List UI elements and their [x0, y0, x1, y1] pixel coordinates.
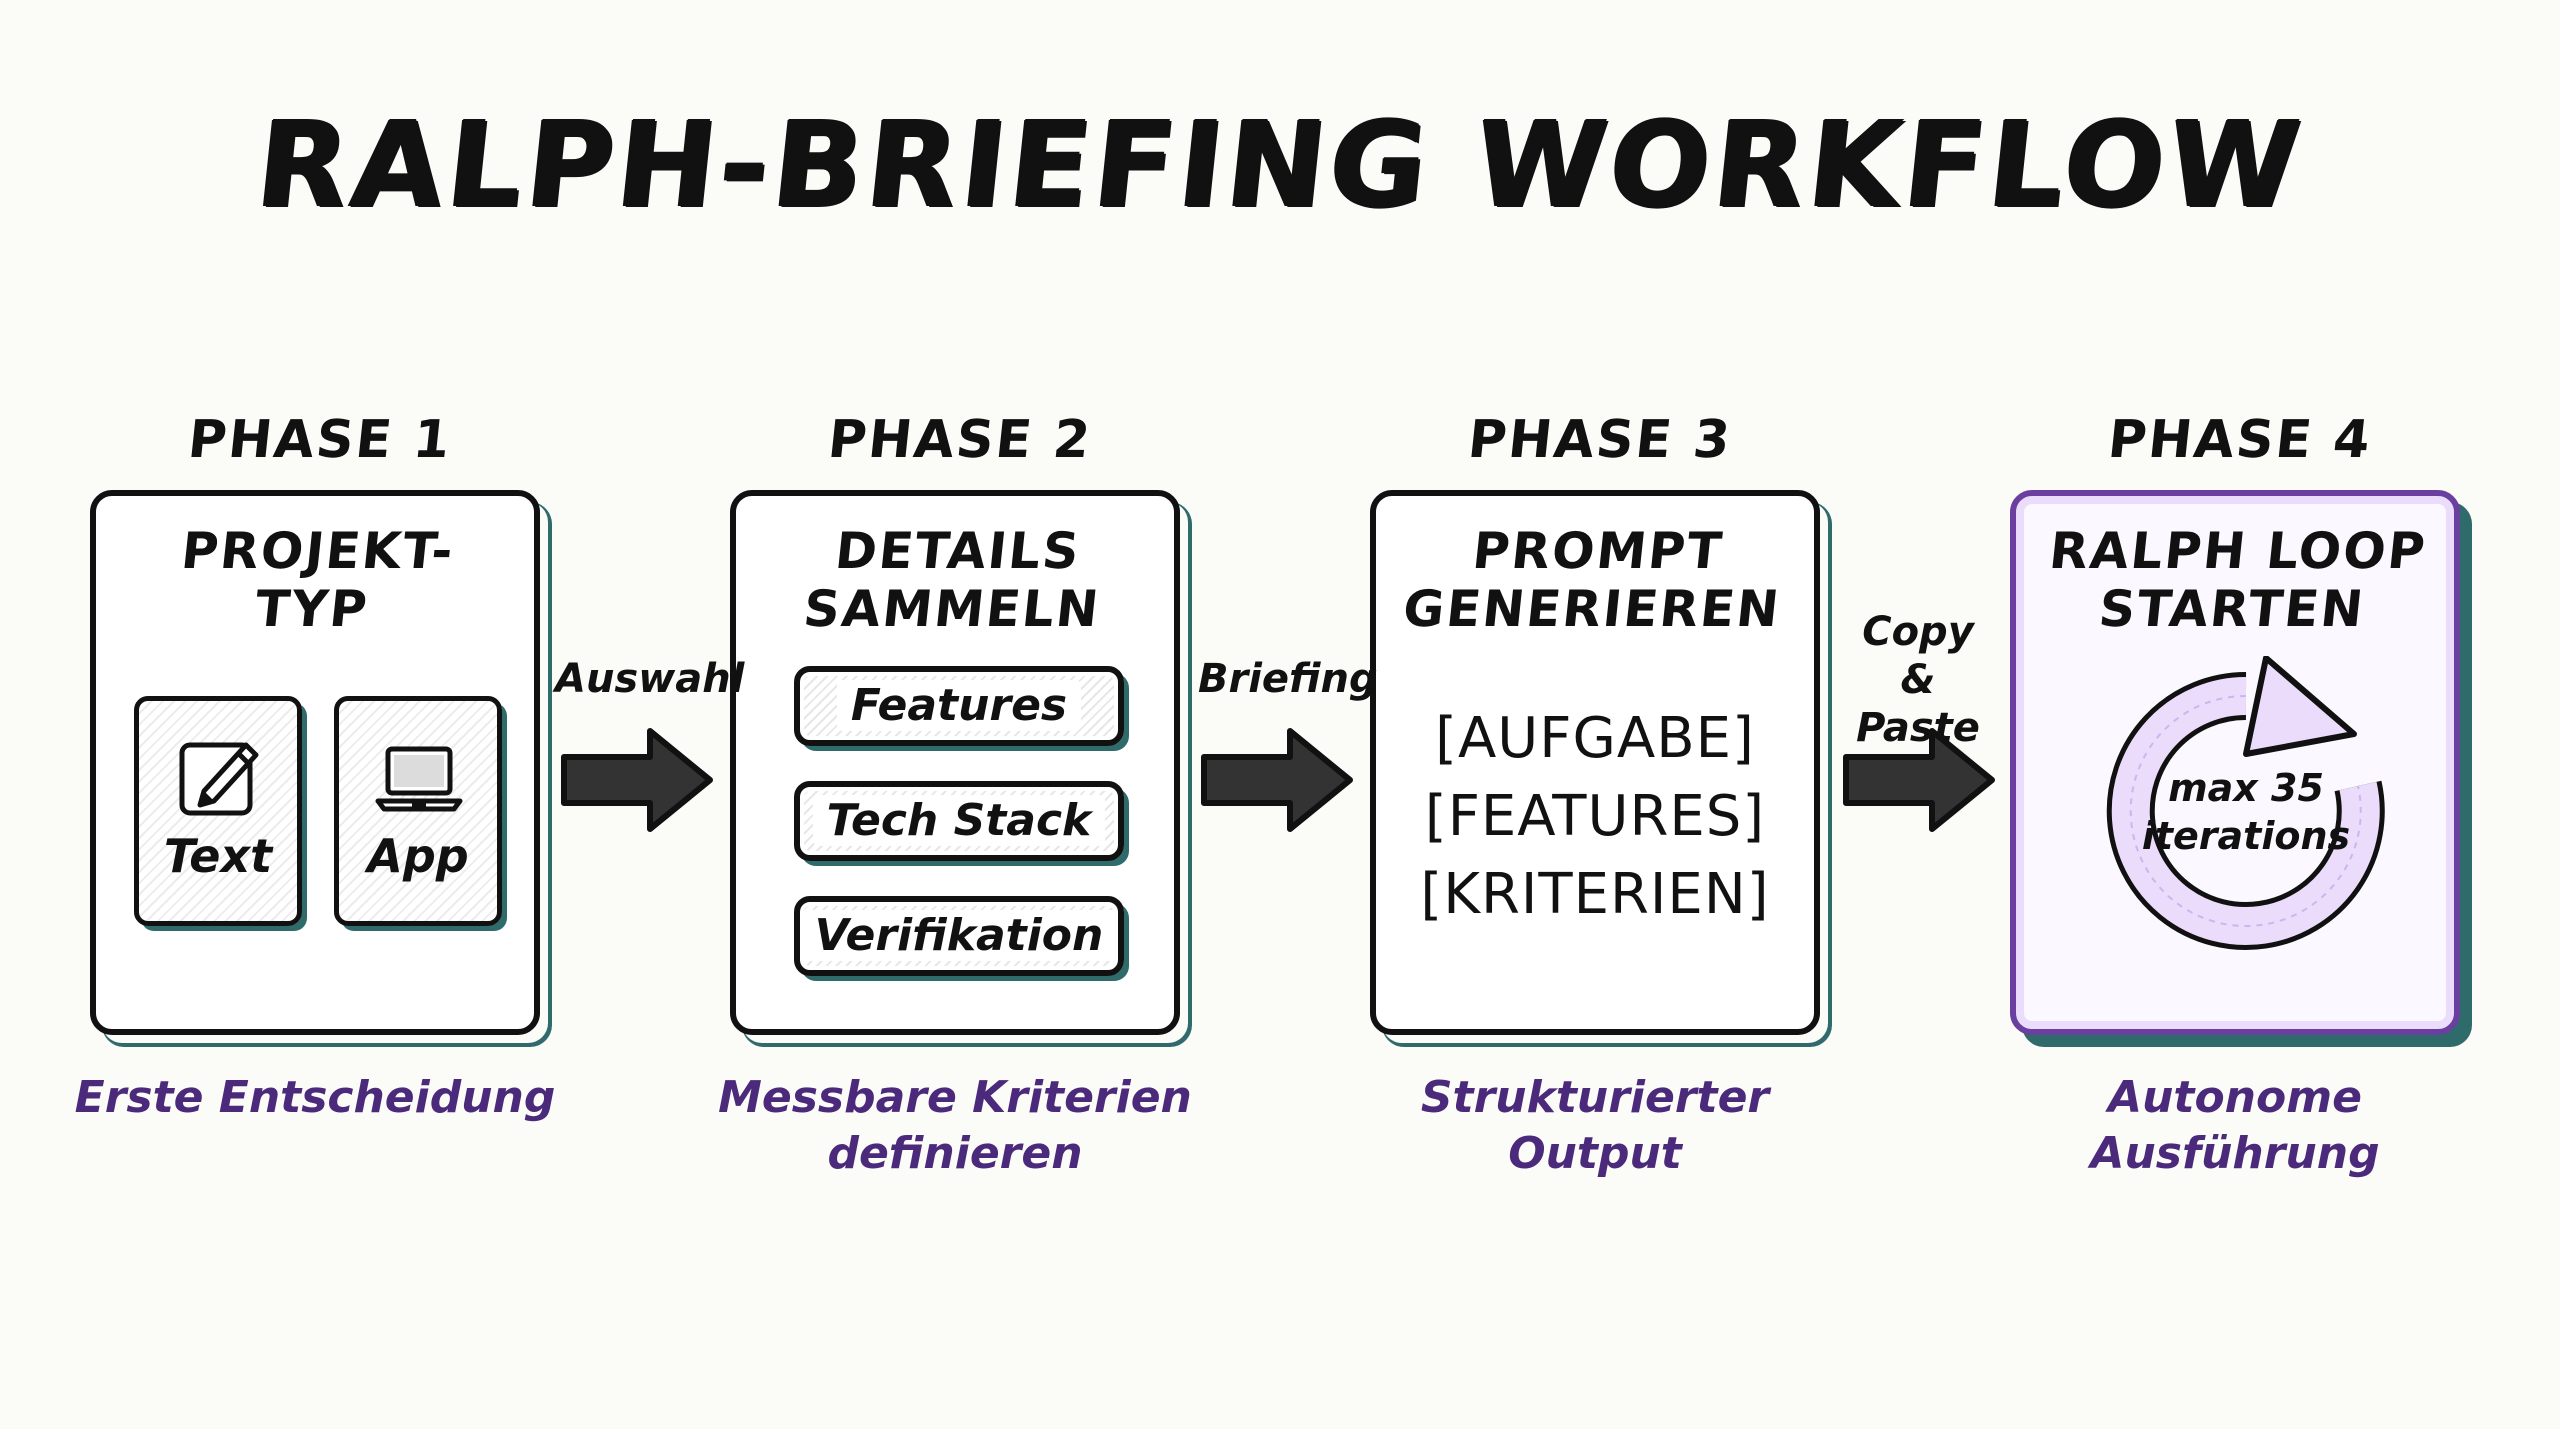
phase-4-card: RALPH LOOP STARTEN max 35 iterations — [2010, 490, 2460, 1035]
arrow-1-label-line-1: Auswahl — [555, 656, 745, 702]
phase-2-card: DETAILS SAMMELN Features Tech Stack Veri… — [730, 490, 1180, 1035]
arrow-3-label: Copy & Paste — [1838, 608, 1998, 752]
phase-1-label: PHASE 1 — [185, 410, 455, 470]
arrow-right-icon — [1843, 728, 1995, 832]
phase-3-title-line-2: GENERIEREN — [1400, 580, 1784, 638]
option-text-label: Text — [163, 829, 273, 883]
loop-text-line-1: max 35 — [2168, 766, 2324, 810]
phase-2-caption-line-1: Messbare Kriterien — [718, 1072, 1192, 1123]
item-verifikation-label: Verifikation — [800, 910, 1118, 961]
phase-1-card: PROJEKT- TYP Text App — [90, 490, 540, 1035]
phase-4-caption: Autonome Ausführung — [1955, 1070, 2515, 1182]
phase-3-label: PHASE 3 — [1465, 410, 1735, 470]
phase-4-title-line-2: STARTEN — [2096, 580, 2368, 638]
phase-1-title-line-1: PROJEKT- — [178, 522, 458, 580]
arrow-2-label-line-1: Briefing — [1198, 656, 1378, 702]
item-features[interactable]: Features — [794, 666, 1124, 746]
item-verifikation[interactable]: Verifikation — [794, 896, 1124, 976]
loop-text-line-2: iterations — [2141, 814, 2351, 858]
arrow-right-icon — [561, 728, 713, 832]
arrow-1-label: Auswahl — [555, 655, 744, 703]
phase-2-caption: Messbare Kriterien definieren — [675, 1070, 1235, 1182]
item-features-label: Features — [836, 680, 1082, 731]
placeholder-kriterien: [KRITERIEN] — [1420, 862, 1770, 927]
phase-3-title: PROMPT GENERIEREN — [1370, 522, 1820, 638]
circular-arrow-icon — [2106, 655, 2385, 950]
laptop-icon — [374, 731, 464, 821]
phase-2-caption-line-2: definieren — [827, 1128, 1083, 1179]
phase-4-caption-line-1: Autonome — [2108, 1072, 2362, 1123]
pencil-note-icon — [174, 731, 264, 821]
placeholder-aufgabe: [AUFGABE] — [1435, 706, 1755, 771]
phase-3-card: PROMPT GENERIEREN [AUFGABE] [FEATURES] [… — [1370, 490, 1820, 1035]
phase-2-title-line-2: SAMMELN — [800, 580, 1104, 638]
item-tech-stack-label: Tech Stack — [812, 795, 1106, 846]
phase-4-title-line-1: RALPH LOOP — [2046, 522, 2430, 580]
loop-container: max 35 iterations — [2096, 655, 2396, 976]
phase-1-caption-line-1: Erste Entscheidung — [74, 1072, 556, 1123]
option-app-tile[interactable]: App — [334, 696, 502, 926]
phase-1-title: PROJEKT- TYP — [90, 522, 540, 638]
phase-3-caption-line-2: Output — [1508, 1128, 1682, 1179]
phase-1-title-line-2: TYP — [252, 580, 372, 638]
page-title: RALPH-BRIEFING WORKFLOW — [250, 95, 2310, 233]
arrow-2-label: Briefing — [1198, 655, 1378, 703]
option-app-label: App — [367, 829, 469, 883]
phase-4-title: RALPH LOOP STARTEN — [2010, 522, 2460, 638]
phase-2-title-line-1: DETAILS — [832, 522, 1084, 580]
option-text-tile[interactable]: Text — [134, 696, 302, 926]
phase-2-label: PHASE 2 — [825, 410, 1095, 470]
arrow-3-label-line-1: Copy & — [1862, 609, 1974, 703]
phase-2-title: DETAILS SAMMELN — [730, 522, 1180, 638]
phase-3-caption-line-1: Strukturierter — [1420, 1072, 1770, 1123]
arrow-right-icon — [1201, 728, 1353, 832]
item-tech-stack[interactable]: Tech Stack — [794, 781, 1124, 861]
arrow-3-label-line-2: Paste — [1856, 705, 1980, 751]
placeholder-features: [FEATURES] — [1424, 784, 1766, 849]
phase-1-caption: Erste Entscheidung — [35, 1070, 595, 1126]
phase-4-label: PHASE 4 — [2105, 410, 2375, 470]
phase-3-caption: Strukturierter Output — [1315, 1070, 1875, 1182]
phase-4-caption-line-2: Ausführung — [2090, 1128, 2380, 1179]
phase-3-title-line-1: PROMPT — [1469, 522, 1727, 580]
